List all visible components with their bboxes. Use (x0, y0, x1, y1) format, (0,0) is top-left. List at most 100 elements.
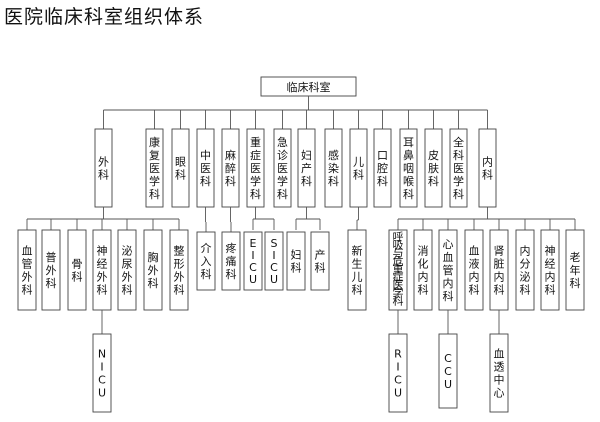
department-node-box (145, 128, 164, 208)
department-node-label: 儿科 (353, 156, 364, 182)
department-node: 妇产科 (301, 149, 312, 188)
sub-department-node: 胸外科 (148, 250, 159, 290)
unit-node-label: 血透中心 (494, 347, 505, 400)
department-node-label: 全科医学科 (453, 135, 464, 201)
sub-department-node-box (41, 229, 61, 311)
sub-department-node-label: 老年科 (570, 251, 581, 290)
department-node-label: 皮肤科 (428, 149, 439, 188)
department-node: 康复医学科 (149, 135, 160, 201)
department-node-box (399, 128, 418, 208)
department-node: 外科 (98, 156, 109, 182)
sub-department-node-box (17, 229, 37, 311)
sub-department-node: 介入科 (201, 242, 212, 281)
sub-department-node: 呼吸与危重症医学科 (393, 231, 404, 308)
sub-department-node: 整形外科 (174, 244, 185, 297)
sub-department-node-label: 消化内科 (418, 244, 429, 297)
sub-department-node: 骨科 (72, 258, 83, 284)
sub-department-node-label: 新生儿科 (352, 244, 363, 297)
unit-node-box (92, 333, 112, 413)
department-node-label: 眼科 (175, 156, 186, 182)
sub-department-node-label: 疼痛科 (226, 241, 237, 281)
department-node: 重症医学科 (250, 135, 261, 201)
sub-department-node-box (540, 229, 560, 311)
sub-department-node-box (221, 231, 241, 291)
department-node: 麻醉科 (225, 148, 236, 188)
department-node-label: 麻醉科 (225, 148, 236, 188)
sub-department-node-label: 胸外科 (148, 250, 159, 290)
sub-department-node-box (196, 231, 216, 291)
sub-department-node-label: 呼吸与危重症医学科 (393, 231, 404, 308)
sub-department-node-box (143, 229, 163, 311)
unit-node: 血透中心 (494, 347, 505, 400)
sub-department-node-label: 肾脏内科 (494, 245, 505, 297)
sub-department-node-box (264, 231, 284, 291)
sub-department-node-label: 血液内科 (469, 244, 480, 297)
sub-department-node-box (67, 229, 87, 311)
sub-department-node: 产科 (315, 248, 326, 275)
sub-department-node-label: 神经内科 (545, 244, 556, 297)
sub-department-node: 新生儿科 (352, 244, 363, 297)
page-title: 医院临床科室组织体系 (4, 6, 205, 28)
sub-department-node: 妇科 (291, 249, 302, 275)
department-node-label: 中医科 (200, 149, 211, 188)
sub-department-node-box (117, 229, 137, 311)
unit-node-box (388, 333, 408, 413)
unit-node-box (438, 333, 458, 409)
department-node: 耳鼻咽喉科 (403, 136, 414, 201)
sub-department-node-label: 妇科 (291, 249, 302, 275)
sub-department-node-box (413, 229, 433, 311)
department-node-label: 口腔科 (377, 149, 388, 188)
sub-department-node: 老年科 (570, 251, 581, 290)
department-node-box (373, 128, 392, 208)
department-node-label: 康复医学科 (149, 135, 160, 201)
sub-department-node-label: 介入科 (201, 242, 212, 281)
sub-department-node: 疼痛科 (226, 241, 237, 281)
department-node-label: 外科 (98, 156, 109, 182)
sub-department-node: 消化内科 (418, 244, 429, 297)
department-node-label: 重症医学科 (250, 135, 261, 201)
sub-department-node: 内分泌科 (520, 244, 531, 297)
department-node: 中医科 (200, 149, 211, 188)
department-node-box (424, 128, 443, 208)
sub-department-node-box (347, 229, 367, 311)
sub-department-node-box (310, 231, 330, 291)
department-node-box (171, 128, 190, 208)
department-node-label: 妇产科 (301, 149, 312, 188)
department-node: 皮肤科 (428, 149, 439, 188)
department-node-label: 内科 (482, 155, 493, 182)
sub-department-node-label: 泌尿外科 (122, 245, 133, 297)
sub-department-node: 神经外科 (97, 244, 108, 297)
department-node-label: 耳鼻咽喉科 (403, 136, 414, 201)
department-node: 内科 (482, 155, 493, 182)
sub-department-node-label: 心血管内科 (443, 238, 454, 303)
sub-department-node-box (243, 231, 263, 291)
department-node-box (273, 128, 292, 208)
sub-department-node-label: 普外科 (46, 250, 57, 290)
department-node-box (449, 128, 468, 208)
sub-department-node: 神经内科 (545, 244, 556, 297)
department-node: 口腔科 (377, 149, 388, 188)
sub-department-node-box (169, 229, 189, 311)
sub-department-node-label: 内分泌科 (520, 244, 531, 297)
department-node-label: 急诊医学科 (277, 135, 288, 201)
department-node-label: 感染科 (328, 149, 339, 188)
sub-department-node-box (464, 229, 484, 311)
sub-department-node-label: 整形外科 (174, 244, 185, 297)
department-node: 感染科 (328, 149, 339, 188)
department-node-box (324, 128, 343, 208)
department-node: 全科医学科 (453, 135, 464, 201)
root-node-label: 临床科室 (287, 80, 331, 94)
sub-department-node-box (565, 229, 585, 311)
sub-department-node: 血液内科 (469, 244, 480, 297)
